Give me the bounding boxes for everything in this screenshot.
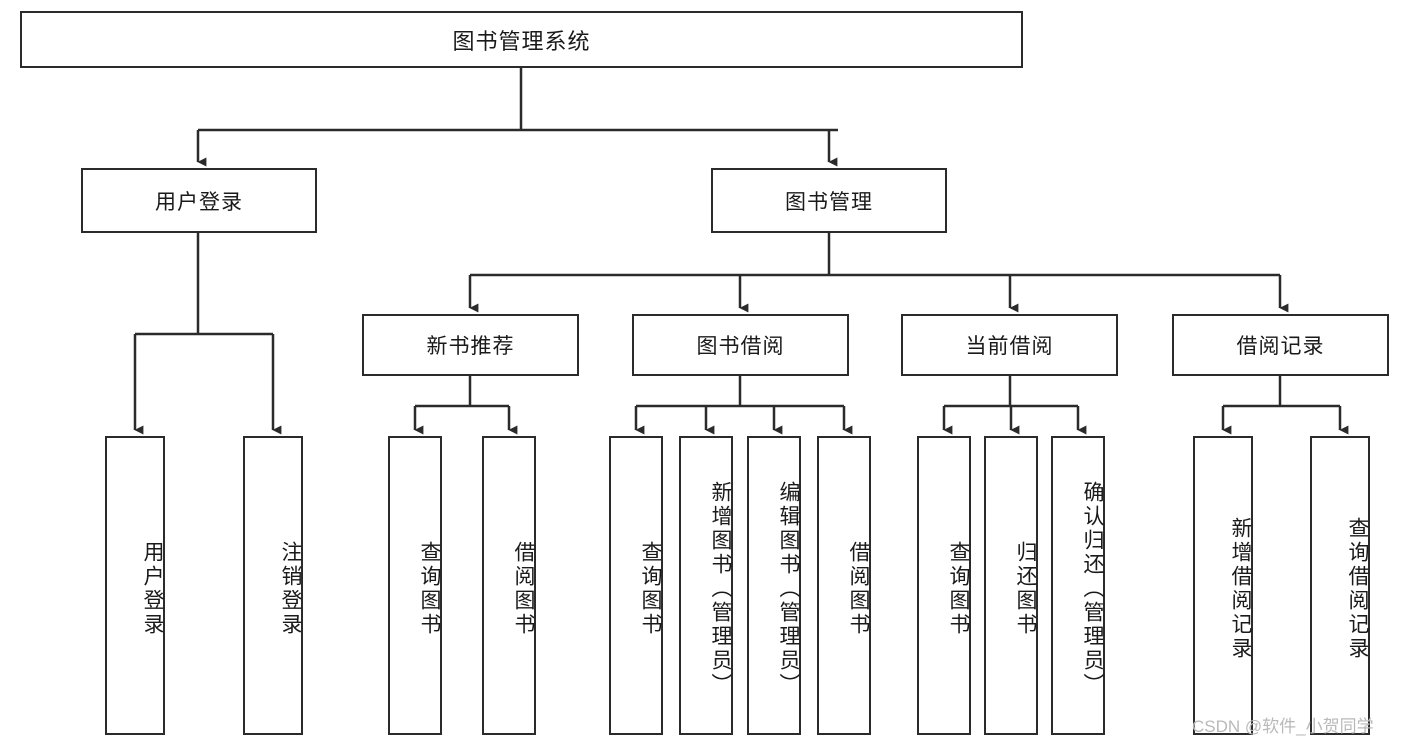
leaf-current-borrow-return-book[interactable]: 归还图书 bbox=[984, 436, 1038, 735]
leaf-new-book-borrow-book[interactable]: 借阅图书 bbox=[482, 436, 536, 735]
leaf-book-borrow-query-book[interactable]: 查询图书 bbox=[609, 436, 663, 735]
leaf-current-borrow-query-book[interactable]: 查询图书 bbox=[917, 436, 971, 735]
leaf-user-login-logout[interactable]: 注销登录 bbox=[243, 436, 303, 735]
node-book-borrow[interactable]: 图书借阅 bbox=[632, 314, 849, 376]
node-label: 确认归还（管理员） bbox=[1081, 480, 1104, 697]
leaf-book-borrow-borrow-book[interactable]: 借阅图书 bbox=[817, 436, 871, 735]
node-label: 注销登录 bbox=[279, 540, 302, 637]
node-label: 图书管理系统 bbox=[452, 28, 591, 54]
node-label: 新增图书（管理员） bbox=[709, 480, 732, 697]
node-label: 查询图书 bbox=[947, 540, 970, 637]
node-label: 图书借阅 bbox=[696, 335, 785, 358]
node-root-library-management-system[interactable]: 图书管理系统 bbox=[20, 11, 1023, 68]
node-label: 用户登录 bbox=[155, 190, 243, 214]
node-label: 新增借阅记录 bbox=[1229, 516, 1252, 661]
node-label: 借阅图书 bbox=[512, 540, 535, 637]
leaf-book-borrow-edit-book-admin[interactable]: 编辑图书（管理员） bbox=[747, 436, 801, 735]
leaf-borrow-record-query-record[interactable]: 查询借阅记录 bbox=[1310, 436, 1370, 735]
node-label: 用户登录 bbox=[141, 540, 164, 637]
watermark-text: CSDN @软件_小贺同学 bbox=[1192, 717, 1374, 736]
leaf-borrow-record-add-record[interactable]: 新增借阅记录 bbox=[1193, 436, 1253, 735]
node-label: 借阅图书 bbox=[847, 540, 870, 637]
node-borrow-record[interactable]: 借阅记录 bbox=[1172, 314, 1389, 376]
leaf-user-login-login[interactable]: 用户登录 bbox=[105, 436, 165, 735]
node-user-login[interactable]: 用户登录 bbox=[81, 168, 317, 233]
node-current-borrow[interactable]: 当前借阅 bbox=[901, 314, 1118, 376]
node-book-management[interactable]: 图书管理 bbox=[711, 168, 947, 233]
node-label: 当前借阅 bbox=[965, 335, 1054, 358]
node-label: 查询借阅记录 bbox=[1346, 516, 1369, 661]
node-label: 编辑图书（管理员） bbox=[777, 480, 800, 697]
leaf-current-borrow-confirm-return-admin[interactable]: 确认归还（管理员） bbox=[1051, 436, 1105, 735]
node-label: 新书推荐 bbox=[426, 335, 515, 358]
node-label: 图书管理 bbox=[785, 190, 873, 214]
node-label: 借阅记录 bbox=[1236, 335, 1325, 358]
leaf-new-book-query-book[interactable]: 查询图书 bbox=[388, 436, 442, 735]
leaf-book-borrow-add-book-admin[interactable]: 新增图书（管理员） bbox=[679, 436, 733, 735]
node-label: 查询图书 bbox=[639, 540, 662, 637]
node-new-book-recommend[interactable]: 新书推荐 bbox=[362, 314, 579, 376]
node-label: 归还图书 bbox=[1014, 540, 1037, 637]
node-label: 查询图书 bbox=[418, 540, 441, 637]
